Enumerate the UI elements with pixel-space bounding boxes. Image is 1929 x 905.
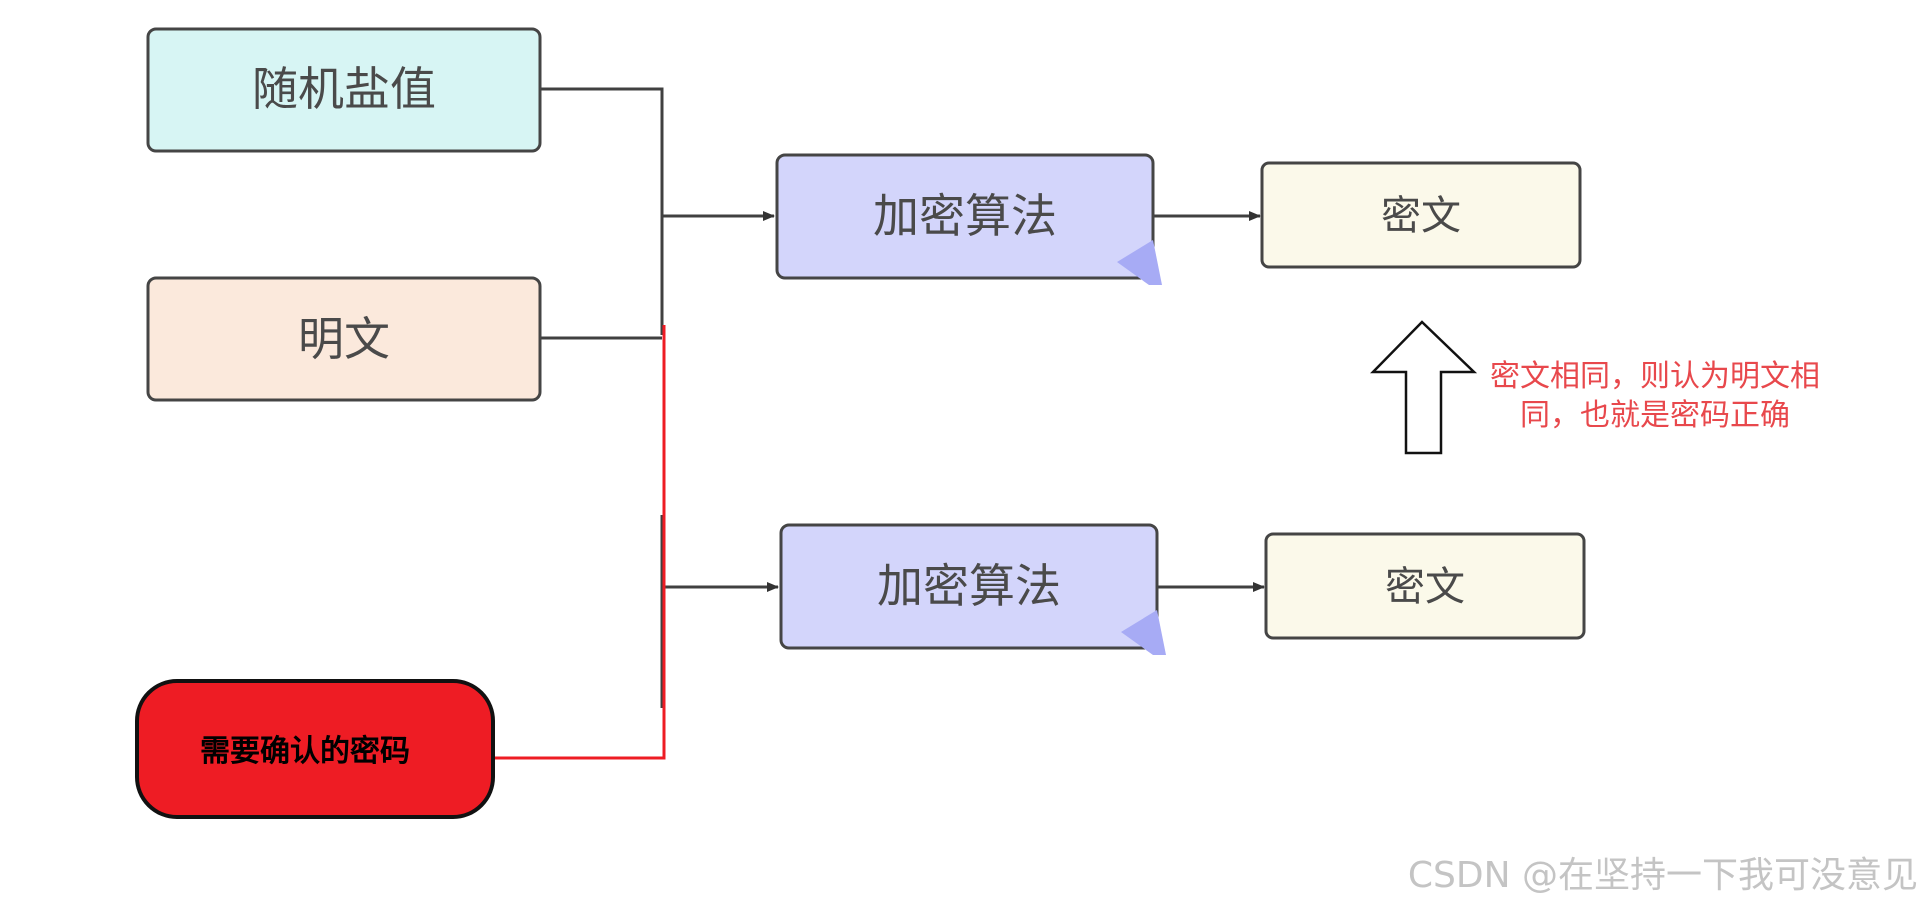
node-cipher-top: 密文 (1260, 161, 1582, 269)
node-cipher-top-label: 密文 (1381, 193, 1461, 239)
node-confirm-password: 需要确认的密码 (135, 679, 495, 819)
red-connectors (492, 325, 666, 760)
note: 密文相同，则认为明文相 同，也就是密码正确 (1490, 359, 1820, 433)
node-plaintext: 明文 (146, 276, 542, 402)
node-confirm-password-label: 需要确认的密码 (200, 734, 410, 769)
node-encrypt-bottom: 加密算法 (779, 523, 1166, 655)
connector-salt (541, 87, 664, 335)
note-line-1: 密文相同，则认为明文相 (1490, 359, 1820, 394)
corner-accent-bottom (1121, 610, 1166, 655)
node-encrypt-bottom-label: 加密算法 (877, 559, 1061, 613)
node-salt-label: 随机盐值 (252, 62, 436, 116)
up-arrow-outline (1370, 320, 1478, 455)
node-encrypt-top: 加密算法 (775, 153, 1162, 285)
note-line-2: 同，也就是密码正确 (1520, 398, 1790, 433)
corner-accent-top (1117, 240, 1162, 285)
node-salt: 随机盐值 (146, 27, 542, 153)
node-cipher-bottom-label: 密文 (1385, 564, 1465, 610)
node-plaintext-label: 明文 (298, 312, 390, 366)
watermark: CSDN @在坚持一下我可没意见 (1408, 855, 1918, 896)
node-encrypt-top-label: 加密算法 (873, 189, 1057, 243)
connectors (541, 87, 1265, 708)
node-cipher-bottom: 密文 (1264, 532, 1586, 640)
connector-confirm-password (492, 325, 666, 760)
